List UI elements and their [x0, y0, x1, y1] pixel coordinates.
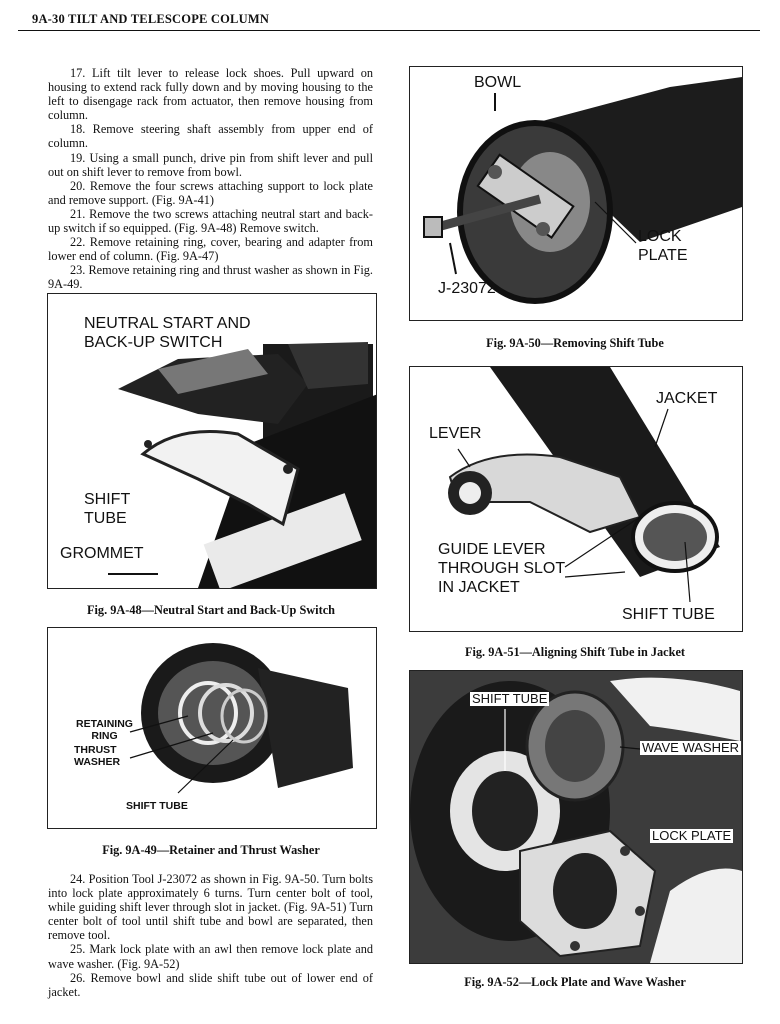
label-lock-plate: LOCK PLATE	[638, 228, 688, 264]
figure-9a-52-caption: Fig. 9A-52—Lock Plate and Wave Washer	[464, 975, 686, 989]
label-wave-washer: WAVE WASHER	[640, 740, 742, 755]
label-retaining-ring: RETAINING RING	[76, 718, 133, 742]
page-header: 9A-30 TILT AND TELESCOPE COLUMN	[18, 10, 760, 31]
step-21: 21. Remove the two screws attaching neut…	[48, 206, 373, 236]
label-shift-tube: SHIFT TUBE	[126, 800, 188, 812]
figure-9a-51: JACKET LEVER GUIDE LEVER THROUGH SLOT IN…	[409, 366, 743, 632]
instruction-steps-top: 17. Lift tilt lever to release lock shoe…	[48, 66, 373, 292]
step-18: 18. Remove steering shaft assembly from …	[48, 122, 373, 151]
switch-illustration	[108, 342, 376, 588]
figure-9a-49-caption: Fig. 9A-49—Retainer and Thrust Washer	[102, 843, 320, 857]
page-header-title: 9A-30 TILT AND TELESCOPE COLUMN	[32, 12, 270, 26]
figure-9a-52: SHIFT TUBE WAVE WASHER LOCK PLATE	[409, 670, 743, 964]
step-26: 26. Remove bowl and slide shift tube out…	[48, 970, 373, 999]
label-shift-tube: SHIFT TUBE	[84, 491, 131, 527]
label-shift-tube: SHIFT TUBE	[470, 691, 550, 706]
label-shift-tube: SHIFT TUBE	[622, 606, 715, 623]
figure-9a-48-caption: Fig. 9A-48—Neutral Start and Back-Up Swi…	[87, 603, 335, 617]
label-grommet: GROMMET	[60, 545, 144, 562]
aligning-shift-tube-illustration	[448, 367, 720, 603]
step-25: 25. Mark lock plate with an awl then rem…	[48, 942, 373, 971]
label-lever: LEVER	[429, 425, 482, 442]
label-neutral-start-switch: NEUTRAL START AND BACK-UP SWITCH	[84, 315, 251, 351]
figure-9a-51-caption: Fig. 9A-51—Aligning Shift Tube in Jacket	[464, 645, 686, 659]
label-lock-plate: LOCK PLATE	[650, 828, 734, 843]
lock-plate-wave-washer-illustration	[410, 671, 742, 963]
step-17: 17. Lift tilt lever to release lock shoe…	[48, 66, 373, 123]
figure-9a-49: RETAINING RING THRUST WASHER SHIFT TUBE	[47, 627, 377, 829]
shift-tube-removal-illustration	[423, 77, 742, 304]
label-tool-j-23072: J-23072	[438, 280, 496, 297]
step-20: 20. Remove the four screws attaching sup…	[48, 178, 373, 207]
label-thrust-washer: THRUST WASHER	[74, 744, 121, 768]
figure-9a-50-caption: Fig. 9A-50—Removing Shift Tube	[486, 336, 664, 350]
instruction-steps-bottom: 24. Position Tool J-23072 as shown in Fi…	[48, 872, 373, 999]
step-19: 19. Using a small punch, drive pin from …	[48, 150, 373, 179]
label-bowl: BOWL	[474, 74, 522, 91]
label-guide-lever: GUIDE LEVER THROUGH SLOT IN JACKET	[438, 541, 566, 596]
figure-9a-50: BOWL LOCK PLATE J-23072	[409, 66, 743, 321]
step-24: 24. Position Tool J-23072 as shown in Fi…	[48, 872, 373, 943]
step-23: 23. Remove retaining ring and thrust was…	[48, 263, 373, 292]
figure-9a-48: NEUTRAL START AND BACK-UP SWITCH SHIFT T…	[47, 293, 377, 589]
retainer-illustration	[129, 643, 353, 794]
label-jacket: JACKET	[656, 390, 718, 407]
step-22: 22. Remove retaining ring, cover, bearin…	[48, 235, 373, 264]
